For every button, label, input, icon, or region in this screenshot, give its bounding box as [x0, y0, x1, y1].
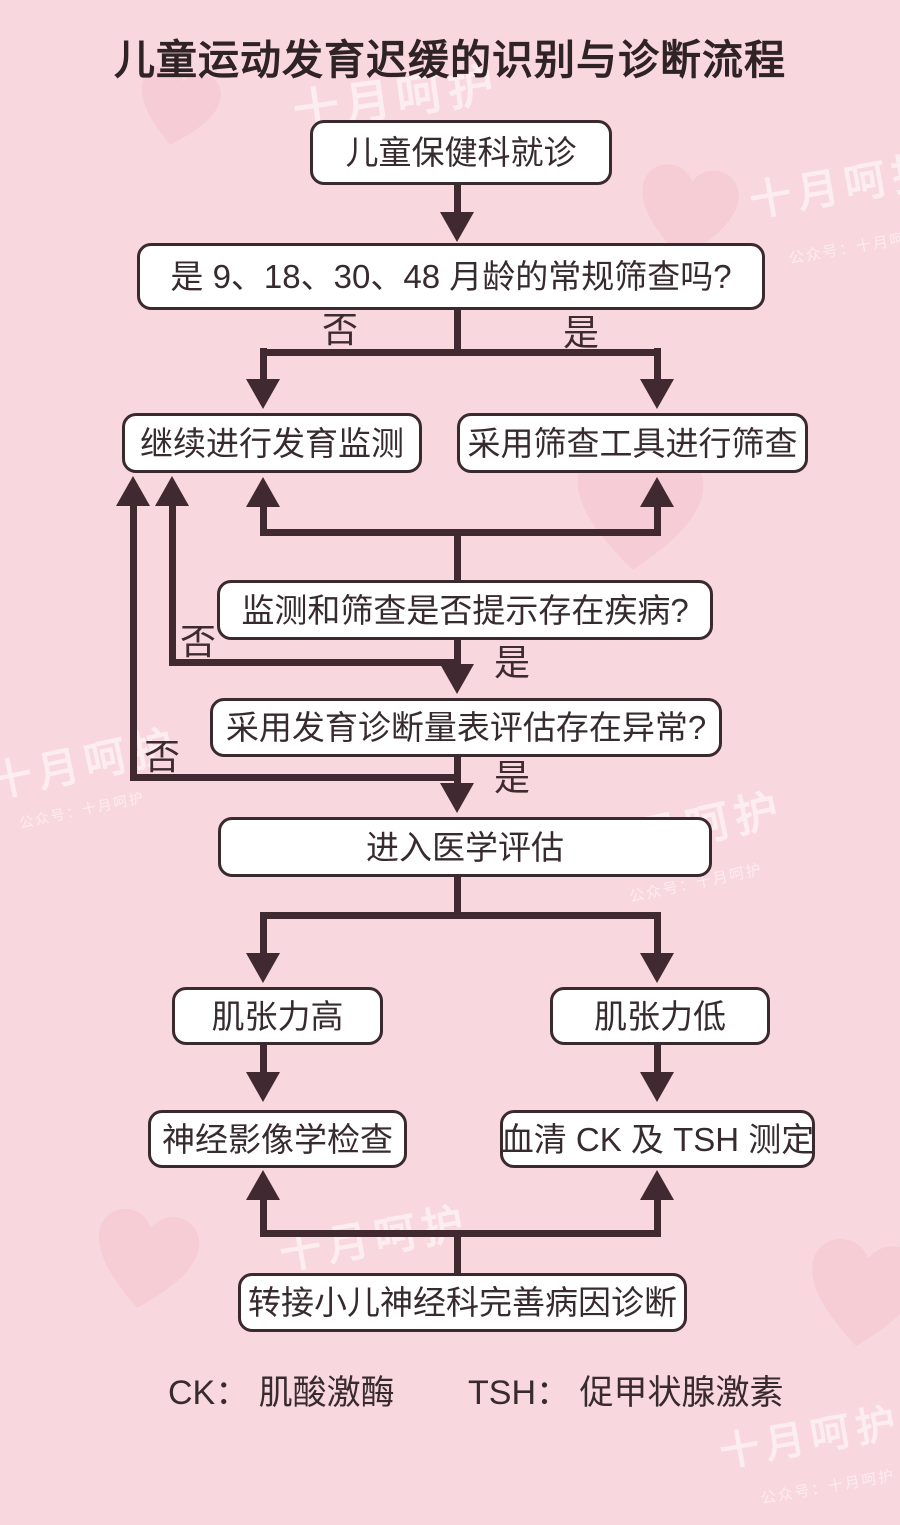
connector	[653, 1045, 661, 1074]
connector	[653, 348, 661, 381]
arrowhead-down-icon	[440, 664, 474, 694]
connector	[653, 912, 661, 955]
arrowhead-up-icon	[640, 477, 674, 507]
legend-tsh: TSH： 促甲状腺激素	[468, 1374, 784, 1412]
legend-ck: CK： 肌酸激酶	[168, 1374, 395, 1412]
connector	[259, 1200, 267, 1233]
node-pediatric-neurology-referral: 转接小儿神经科完善病因诊断	[238, 1273, 687, 1332]
node-screening-tool: 采用筛查工具进行筛查	[457, 413, 808, 473]
connector	[653, 1200, 661, 1233]
title-part-2: 发育迟缓	[282, 37, 450, 83]
connector	[453, 310, 461, 355]
arrowhead-down-icon	[640, 379, 674, 409]
branch-label-no-3: 否	[144, 736, 181, 777]
arrowhead-up-icon	[246, 1170, 280, 1200]
connector	[259, 912, 267, 955]
connector	[259, 911, 661, 919]
connector	[129, 773, 461, 781]
watermark-heart-icon	[790, 1224, 900, 1371]
arrowhead-up-icon	[116, 476, 150, 506]
title-part-3: 的识别与诊断流程	[450, 37, 786, 83]
connector	[453, 532, 461, 580]
branch-label-yes-2: 是	[494, 642, 531, 683]
branch-label-yes-3: 是	[494, 757, 531, 798]
branch-label-no-1: 否	[322, 309, 359, 350]
connector	[168, 658, 461, 666]
node-low-muscle-tone: 肌张力低	[550, 987, 770, 1045]
title-part-1: 儿童运动	[114, 37, 282, 83]
connector	[453, 877, 461, 919]
node-medical-evaluation: 进入医学评估	[218, 817, 712, 877]
connector	[259, 348, 267, 381]
connector	[453, 757, 461, 785]
watermark-subtext: 公众号：十月呵护	[17, 788, 147, 832]
arrowhead-down-icon	[246, 379, 280, 409]
arrowhead-down-icon	[440, 212, 474, 242]
arrowhead-down-icon	[640, 953, 674, 983]
connector	[453, 640, 461, 666]
connector	[168, 505, 176, 662]
arrowhead-up-icon	[246, 477, 280, 507]
page-title: 儿童运动发育迟缓的识别与诊断流程	[0, 26, 900, 86]
watermark-subtext: 公众号：十月呵护	[787, 227, 900, 268]
connector	[259, 1045, 267, 1074]
watermark-text: 十月呵护	[745, 145, 900, 226]
connector	[453, 185, 461, 214]
node-serum-ck-tsh: 血清 CK 及 TSH 测定	[500, 1110, 815, 1168]
branch-label-no-2: 否	[180, 621, 217, 662]
arrowhead-down-icon	[246, 1072, 280, 1102]
node-routine-screening-question: 是 9、18、30、48 月龄的常规筛查吗?	[137, 243, 765, 310]
arrowhead-down-icon	[440, 783, 474, 813]
connector	[129, 505, 137, 777]
connector	[259, 348, 661, 356]
arrowhead-down-icon	[246, 953, 280, 983]
arrowhead-up-icon	[640, 1170, 674, 1200]
connector	[259, 506, 267, 532]
node-disease-indication-question: 监测和筛查是否提示存在疾病?	[217, 580, 713, 640]
arrowhead-down-icon	[640, 1072, 674, 1102]
node-high-muscle-tone: 肌张力高	[172, 987, 383, 1045]
connector	[453, 1233, 461, 1273]
node-neuroimaging: 神经影像学检查	[148, 1110, 407, 1168]
connector	[653, 506, 661, 532]
watermark-heart-icon	[75, 1193, 214, 1332]
node-continue-monitoring: 继续进行发育监测	[122, 413, 422, 473]
node-child-healthcare-visit: 儿童保健科就诊	[310, 120, 612, 185]
watermark-subtext: 公众号：十月呵护	[759, 1467, 897, 1508]
node-diagnostic-scale-question: 采用发育诊断量表评估存在异常?	[210, 698, 722, 757]
branch-label-yes-1: 是	[563, 312, 600, 353]
arrowhead-up-icon	[155, 476, 189, 506]
